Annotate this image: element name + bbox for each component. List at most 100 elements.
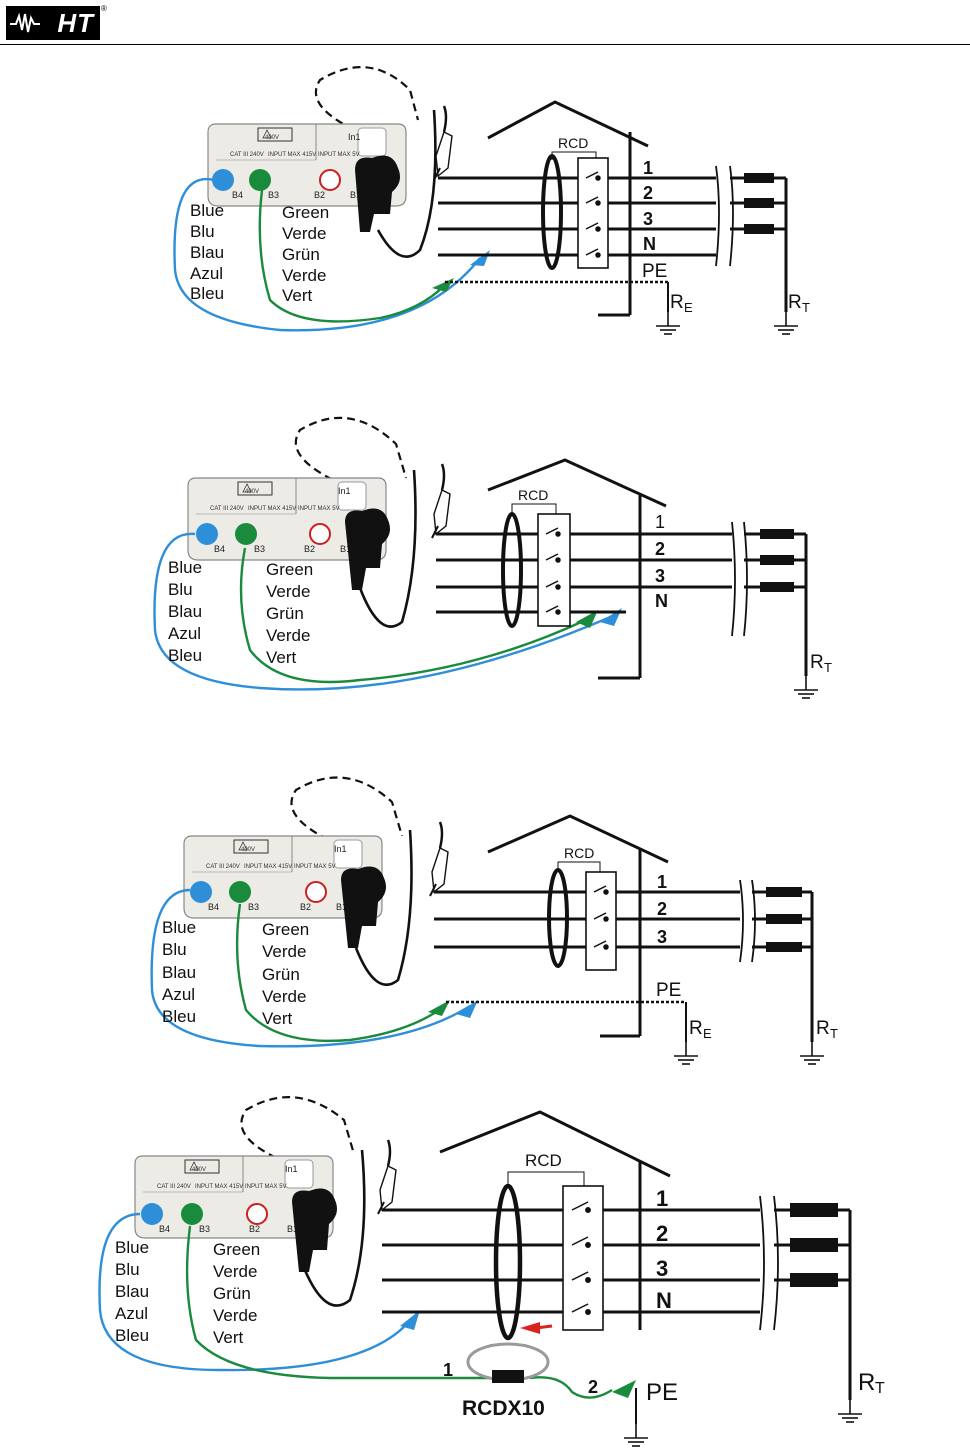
line-2-label: 2 bbox=[657, 899, 667, 919]
rcdx10-terminal-2-label: 2 bbox=[588, 1377, 598, 1397]
pe-ground-icon bbox=[623, 1423, 649, 1447]
green-label-it: Verde bbox=[282, 224, 326, 243]
green-label-en: Green bbox=[213, 1240, 260, 1259]
blue-label-en: Blue bbox=[115, 1238, 149, 1257]
blue-lead-labels: Blue Blu Blau Azul Bleu bbox=[115, 1238, 149, 1345]
cat-rating: CAT III 240V bbox=[206, 864, 240, 870]
blue-lead bbox=[173, 177, 481, 332]
in1-label: In1 bbox=[348, 132, 361, 142]
instrument: 400V CAT III 240V INPUT MAX 415V In1 INP… bbox=[183, 835, 383, 919]
blue-label-it: Blu bbox=[190, 222, 215, 241]
terminal-b1-label: B1 bbox=[336, 902, 347, 912]
line-1-label: 1 bbox=[656, 1186, 668, 1211]
rt-subscript: T bbox=[802, 300, 810, 315]
diagram-4-rcdx10-accessory: 400V CAT III 240V INPUT MAX 415V In1 INP… bbox=[98, 1096, 885, 1447]
loads bbox=[766, 887, 802, 952]
input-5v-label: INPUT MAX 5V bbox=[294, 864, 336, 870]
line-1-label: 1 bbox=[657, 872, 667, 892]
crocodile-clip bbox=[376, 1138, 398, 1216]
green-clip bbox=[428, 1000, 450, 1016]
re-ground-icon bbox=[655, 311, 681, 335]
line-n-label: N bbox=[655, 591, 668, 611]
input-5v-label: INPUT MAX 5V bbox=[318, 152, 360, 158]
line-2-label: 2 bbox=[643, 183, 653, 203]
in1-label: In1 bbox=[338, 486, 351, 496]
line-2-label: 2 bbox=[655, 539, 665, 559]
green-label-it: Verde bbox=[213, 1262, 257, 1281]
header-rule bbox=[0, 44, 970, 45]
crocodile-clip bbox=[432, 104, 454, 182]
input-max-label: INPUT MAX 415V bbox=[268, 152, 316, 158]
re-subscript: E bbox=[703, 1026, 712, 1041]
blue-label-es: Azul bbox=[162, 985, 195, 1004]
loads bbox=[790, 1203, 838, 1287]
blue-lead-labels: Blue Blu Blau Azul Bleu bbox=[190, 201, 224, 303]
green-label-it: Verde bbox=[262, 942, 306, 961]
green-lead-labels: Green Verde Grün Verde Vert bbox=[213, 1240, 260, 1347]
blue-label-en: Blue bbox=[162, 918, 196, 937]
blue-label-es: Azul bbox=[190, 264, 223, 283]
terminal-b3-label: B3 bbox=[268, 190, 279, 200]
blue-lead bbox=[98, 1212, 413, 1372]
line-3-label: 3 bbox=[655, 566, 665, 586]
dashed-b1-lead bbox=[314, 66, 420, 142]
blue-label-de: Blau bbox=[115, 1282, 149, 1301]
cable-break-marks bbox=[731, 521, 748, 637]
green-label-es: Verde bbox=[282, 266, 326, 285]
green-label-en: Green bbox=[282, 203, 329, 222]
green-lead bbox=[258, 189, 446, 323]
re-label: R bbox=[689, 1018, 703, 1039]
instrument: 400V CAT III 240V INPUT MAX 415V In1 INP… bbox=[187, 477, 387, 561]
terminal-b3 bbox=[229, 881, 251, 903]
terminal-b2-label: B2 bbox=[314, 190, 325, 200]
terminal-b1-label: B1 bbox=[350, 190, 361, 200]
blue-label-en: Blue bbox=[190, 201, 224, 220]
logo-text: HT bbox=[57, 7, 94, 38]
green-label-en: Green bbox=[266, 560, 313, 579]
blue-label-fr: Bleu bbox=[168, 646, 202, 665]
in1-label: In1 bbox=[334, 844, 347, 854]
line-n-label: N bbox=[656, 1288, 672, 1313]
loads bbox=[760, 529, 794, 592]
terminal-b1-label: B1 bbox=[287, 1224, 298, 1234]
rt-ground-icon bbox=[799, 1041, 825, 1065]
voltage-badge: 400V bbox=[245, 489, 259, 495]
green-label-de: Grün bbox=[282, 245, 320, 264]
pe-label: PE bbox=[642, 261, 667, 282]
dashed-b1-lead bbox=[294, 416, 408, 492]
green-label-fr: Vert bbox=[213, 1328, 244, 1347]
blue-clip bbox=[456, 1000, 478, 1018]
terminal-b3 bbox=[249, 169, 271, 191]
house-roof bbox=[487, 458, 667, 508]
terminal-b4-label: B4 bbox=[208, 902, 219, 912]
terminal-b1-label: B1 bbox=[340, 544, 351, 554]
terminal-b2 bbox=[319, 169, 341, 191]
rcd-box bbox=[577, 157, 609, 269]
crocodile-clip bbox=[428, 820, 450, 898]
terminal-b3-label: B3 bbox=[254, 544, 265, 554]
supply-lines bbox=[438, 176, 744, 257]
red-arrow-icon bbox=[520, 1322, 540, 1334]
green-clip bbox=[612, 1380, 636, 1398]
terminal-b2 bbox=[309, 523, 331, 545]
blue-lead bbox=[153, 532, 616, 691]
b1-plug bbox=[345, 508, 390, 590]
terminal-b3-label: B3 bbox=[199, 1224, 210, 1234]
blue-label-en: Blue bbox=[168, 558, 202, 577]
rt-ground-icon bbox=[793, 675, 819, 699]
pe-label: PE bbox=[646, 1379, 678, 1406]
instrument: 400V CAT III 240V INPUT MAX 415V In1 INP… bbox=[134, 1155, 334, 1239]
blue-lead-labels: Blue Blu Blau Azul Bleu bbox=[162, 918, 196, 1026]
in1-label: In1 bbox=[285, 1164, 298, 1174]
rcd-toroid bbox=[493, 1183, 523, 1341]
diagram-1-three-phase-neutral-te-system: 400V CAT III 240V INPUT MAX 415V In1 INP… bbox=[173, 66, 810, 335]
cat-rating: CAT III 240V bbox=[157, 1184, 191, 1190]
rcd-toroid bbox=[501, 512, 523, 628]
rcdx10-body bbox=[492, 1370, 524, 1383]
green-label-de: Grün bbox=[266, 604, 304, 623]
green-label-es: Verde bbox=[262, 987, 306, 1006]
line-2-label: 2 bbox=[656, 1221, 668, 1246]
rt-ground-icon bbox=[837, 1399, 863, 1423]
rt-label: R bbox=[788, 292, 802, 313]
loads bbox=[744, 173, 774, 234]
